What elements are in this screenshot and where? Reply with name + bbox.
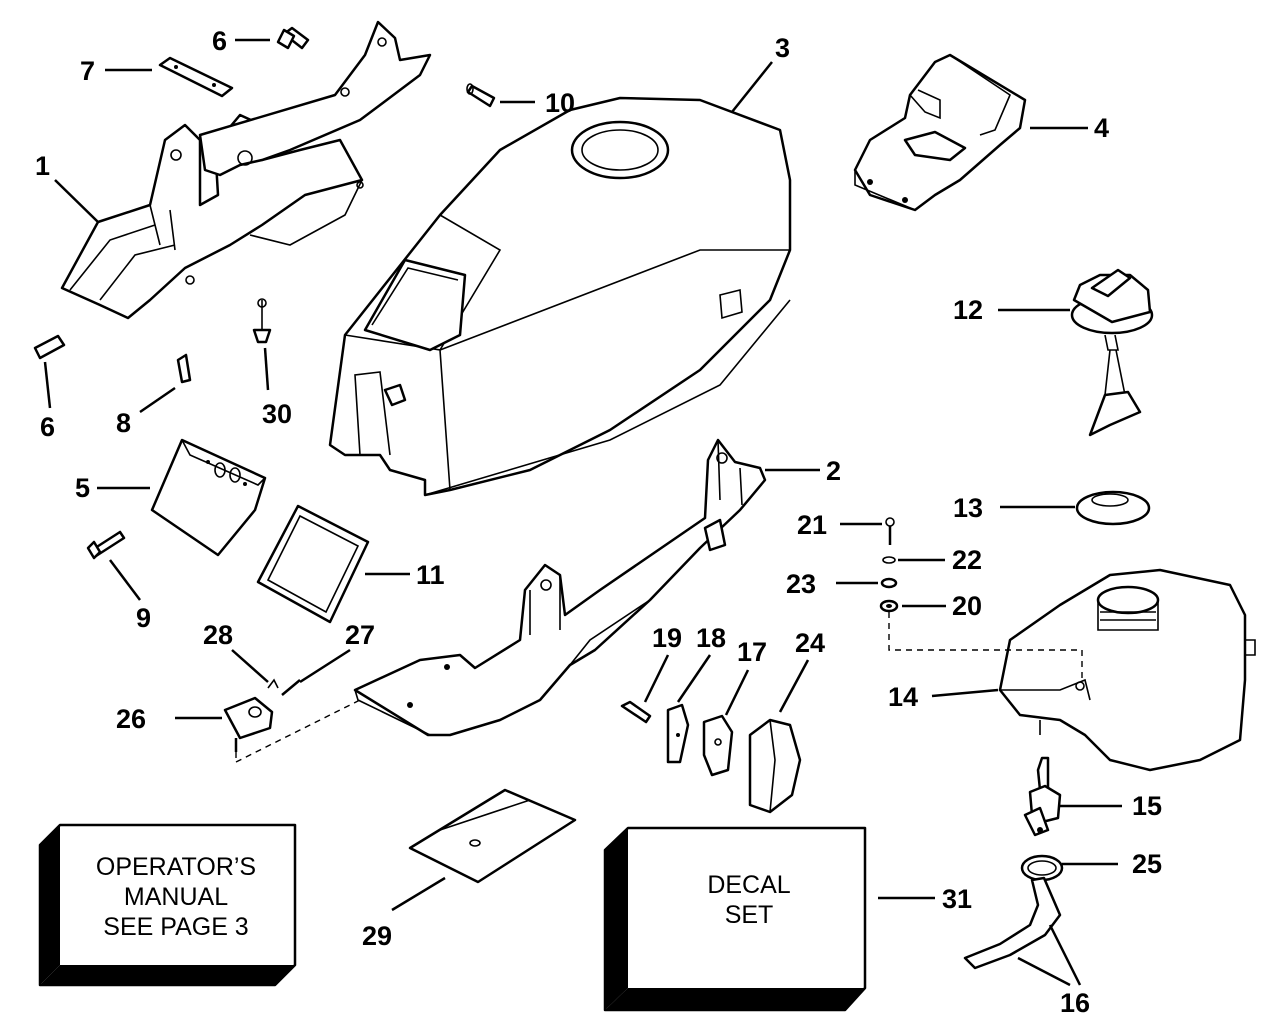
callout-6-left: 6 xyxy=(40,412,55,442)
callout-19: 19 xyxy=(652,623,682,653)
decal-line-2: SET xyxy=(725,901,774,929)
callout-labels: 6 7 1 6 8 30 5 9 10 3 4 12 13 2 11 21 22… xyxy=(35,26,1162,1018)
callout-18: 18 xyxy=(696,623,726,653)
part-23-washer xyxy=(880,577,898,589)
part-25-clamp xyxy=(1020,854,1064,882)
part-29-pouch xyxy=(408,788,577,884)
part-6-screw-top xyxy=(276,26,310,50)
callout-9: 9 xyxy=(136,603,151,633)
part-27-pin xyxy=(281,679,301,696)
callout-6-top: 6 xyxy=(212,26,227,56)
part-6-screw-left xyxy=(33,334,66,360)
callout-4: 4 xyxy=(1094,113,1109,143)
callout-7: 7 xyxy=(80,56,95,86)
dashed-line-14 xyxy=(888,612,1083,680)
part-28-clip xyxy=(267,678,279,689)
part-10-pin xyxy=(466,83,496,108)
callout-17: 17 xyxy=(737,637,767,667)
callout-22: 22 xyxy=(952,545,982,575)
callout-31: 31 xyxy=(942,884,972,914)
callout-24: 24 xyxy=(795,628,825,658)
part-17-clip xyxy=(702,714,734,777)
part-3-top-cover xyxy=(328,96,792,497)
part-13-gasket xyxy=(1075,490,1151,526)
callout-20: 20 xyxy=(952,591,982,621)
part-24-clip xyxy=(748,718,802,814)
callout-30: 30 xyxy=(262,399,292,429)
callout-10: 10 xyxy=(545,88,575,118)
leader-lines xyxy=(43,38,1122,987)
part-4-bracket xyxy=(853,53,1027,212)
callout-1: 1 xyxy=(35,151,50,181)
operators-manual-box: OPERATOR’S MANUAL SEE PAGE 3 xyxy=(38,823,297,987)
part-18-clip xyxy=(666,703,690,764)
callout-5: 5 xyxy=(75,473,90,503)
callout-15: 15 xyxy=(1132,791,1162,821)
manual-line-1: OPERATOR’S xyxy=(96,853,256,881)
part-20-nut xyxy=(879,599,899,613)
callout-27: 27 xyxy=(345,620,375,650)
callout-21: 21 xyxy=(797,510,827,540)
callout-14: 14 xyxy=(888,682,918,712)
callout-8: 8 xyxy=(116,408,131,438)
part-8-screw xyxy=(176,353,192,384)
decal-line-1: DECAL xyxy=(707,871,790,899)
part-1-lower-cover xyxy=(60,20,432,320)
part-5-housing xyxy=(150,438,267,557)
callout-12: 12 xyxy=(953,295,983,325)
callout-2: 2 xyxy=(826,456,841,486)
manual-line-3: SEE PAGE 3 xyxy=(103,913,248,941)
part-21-screw xyxy=(885,517,895,545)
part-12-fuel-cap xyxy=(1070,268,1154,437)
part-30-screw xyxy=(252,298,272,344)
part-16-hose xyxy=(963,876,1062,970)
decal-set-box: DECAL SET xyxy=(603,826,867,1012)
part-15-fuel-valve xyxy=(1023,756,1062,837)
part-26-lock xyxy=(223,696,274,752)
callout-26: 26 xyxy=(116,704,146,734)
part-22-washer xyxy=(882,556,896,564)
part-14-fuel-tank xyxy=(998,568,1256,772)
callout-29: 29 xyxy=(362,921,392,951)
part-11-seal xyxy=(256,504,370,624)
callout-23: 23 xyxy=(786,569,816,599)
callout-28: 28 xyxy=(203,620,233,650)
callout-13: 13 xyxy=(953,493,983,523)
dashed-line-26 xyxy=(235,699,361,763)
part-7-plate xyxy=(158,56,234,98)
part-2-lower-cover xyxy=(353,438,767,737)
manual-line-2: MANUAL xyxy=(124,883,228,911)
callout-3: 3 xyxy=(775,33,790,63)
part-19-screw xyxy=(620,700,652,724)
callout-25: 25 xyxy=(1132,849,1162,879)
part-9-screw xyxy=(86,530,126,560)
callout-11: 11 xyxy=(416,560,445,590)
callout-16: 16 xyxy=(1060,988,1090,1018)
